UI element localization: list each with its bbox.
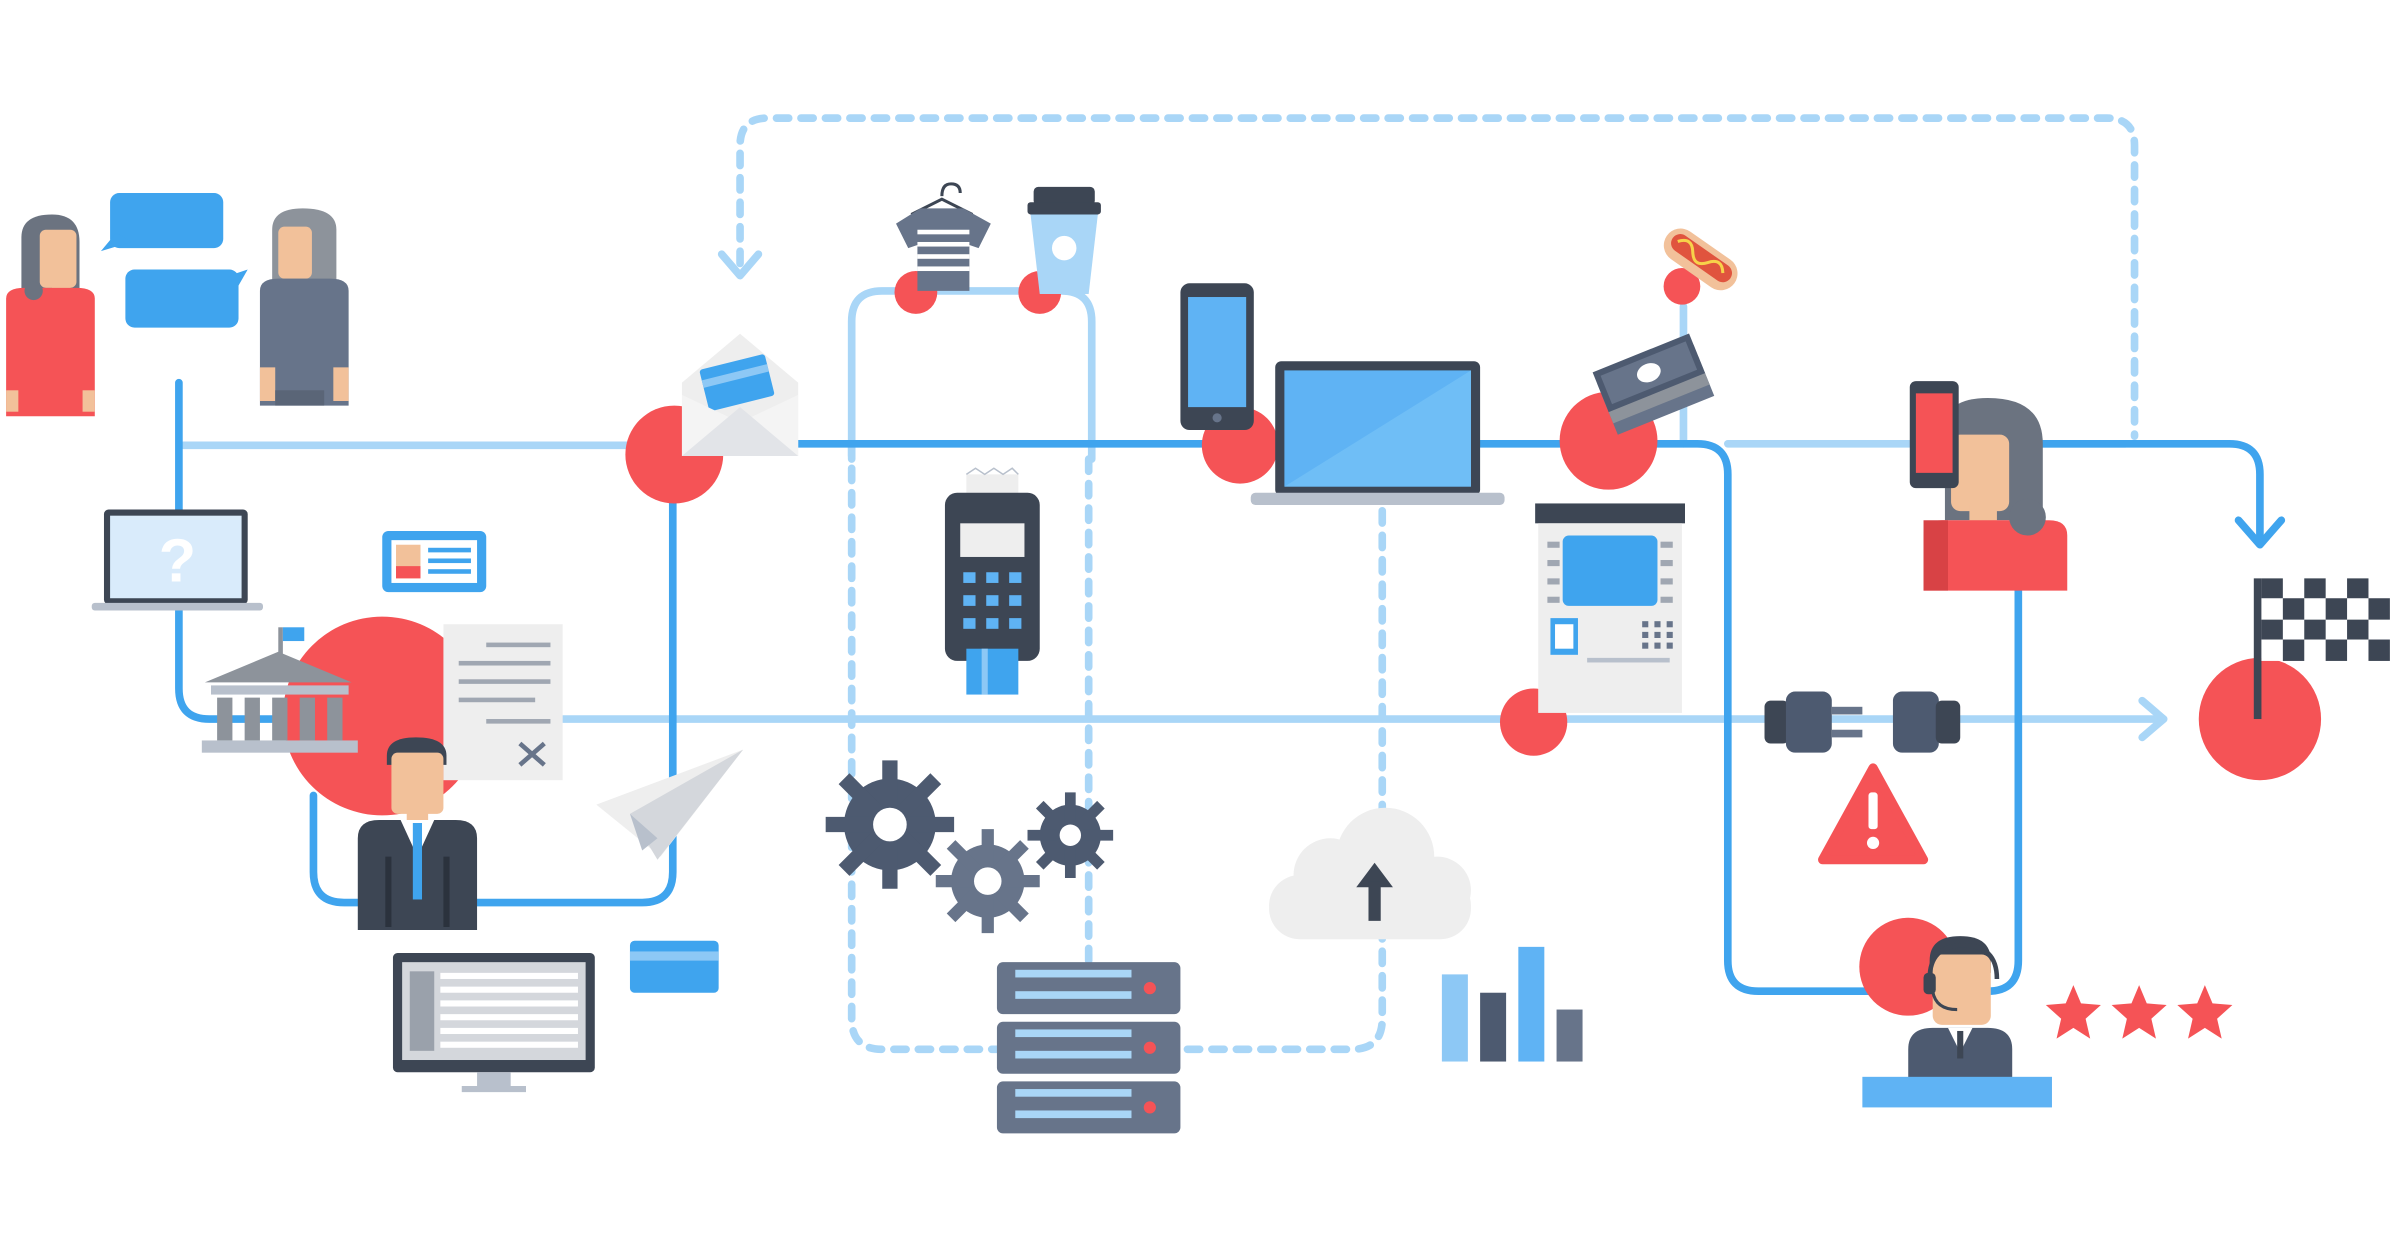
blue-arrow-head <box>2234 516 2286 549</box>
atm-icon <box>1535 503 1685 713</box>
bar-chart-icon <box>1441 946 1583 1062</box>
blue-top-main <box>668 439 2023 996</box>
finish-flag-icon <box>2253 578 2393 720</box>
laptop-question-mark: ? <box>159 526 196 594</box>
gears-icon <box>825 760 1114 934</box>
paper-plane-icon <box>596 749 744 860</box>
pos-terminal-icon <box>944 467 1040 695</box>
blue-to-finish <box>2029 439 2264 540</box>
node-finish <box>2198 657 2322 781</box>
coffee-cup-icon <box>1027 186 1101 294</box>
credit-card-icon <box>629 940 719 993</box>
smartphone-icon <box>1180 283 1254 431</box>
gray-woman-icon <box>259 208 349 406</box>
node-hotdog <box>1663 267 1701 305</box>
light-arrow-head <box>2138 696 2168 742</box>
laptop-icon <box>1250 361 1505 505</box>
speech-bubble-icon <box>100 193 248 328</box>
dashed-return-loop <box>736 114 2139 440</box>
laptop-question-icon: ? <box>91 509 263 611</box>
id-card-icon <box>382 530 487 593</box>
cloud-upload-icon <box>1269 807 1471 940</box>
bank-icon <box>201 627 358 753</box>
warning-icon <box>1818 763 1929 865</box>
businessman-icon <box>357 737 478 931</box>
dashed-arrow-down <box>717 250 763 280</box>
envelope-card-icon <box>681 333 799 457</box>
hotdog-icon <box>1663 228 1738 291</box>
cash-stack-icon <box>1592 333 1715 435</box>
server-stack-icon <box>996 962 1181 1134</box>
monitor-icon <box>392 952 595 1093</box>
document-reject-icon <box>443 624 563 781</box>
shirt-hanger-icon <box>896 182 991 291</box>
plug-icon <box>1764 691 1961 753</box>
dashed-service-loop <box>847 439 1387 1054</box>
woman-phone-icon <box>1909 381 2068 591</box>
rating-stars-icon <box>2045 985 2233 1039</box>
light-shop-loop <box>847 287 1096 463</box>
woman-customer-icon <box>6 214 95 417</box>
blue-bank-loop <box>309 455 677 907</box>
support-agent-icon <box>1862 936 2052 1108</box>
blue-main-path <box>175 378 280 723</box>
